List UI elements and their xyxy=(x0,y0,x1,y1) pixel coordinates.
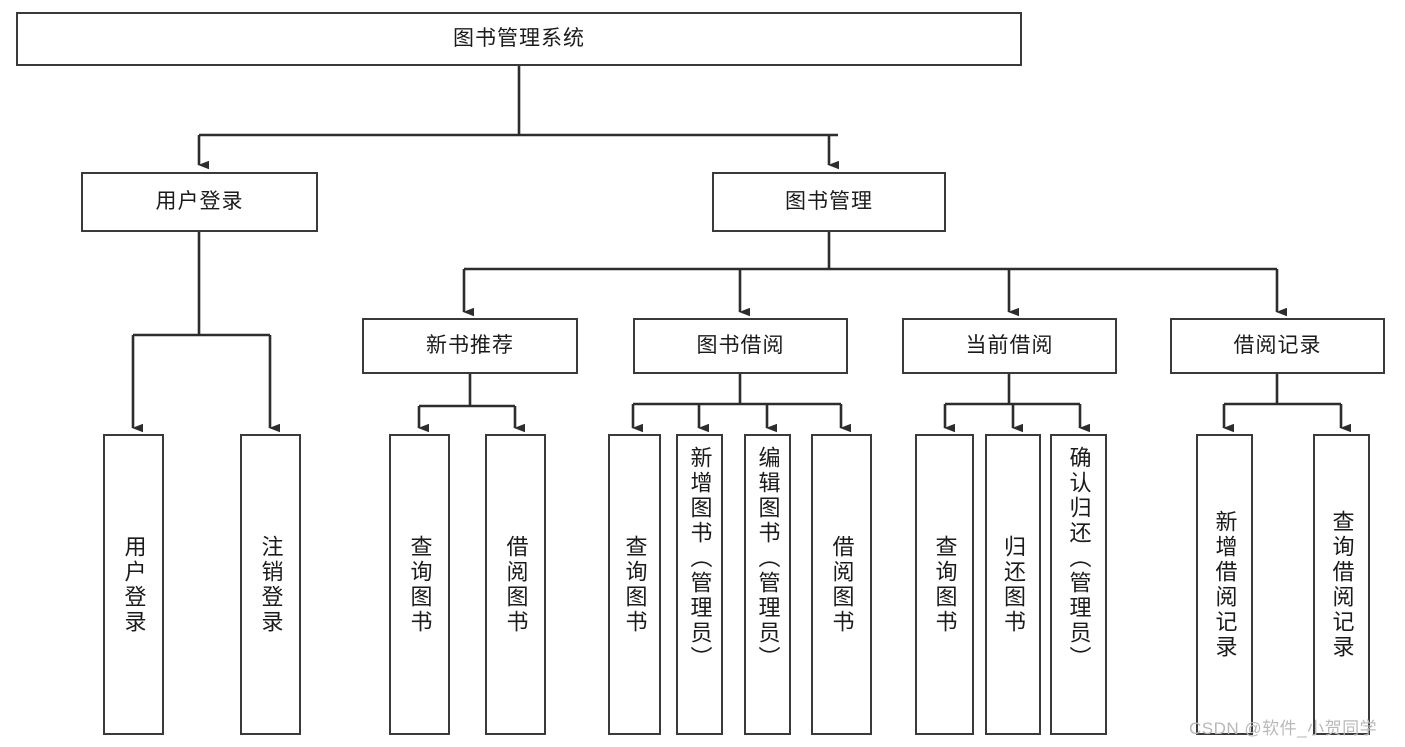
leaf-label: 查询图书 xyxy=(622,534,648,635)
node-label: 图书管理系统 xyxy=(453,26,585,50)
leaf-label: 注销登录 xyxy=(258,534,284,635)
node-borrow-records[interactable]: 借阅记录 xyxy=(1170,318,1385,374)
leaf-label: 查询图书 xyxy=(932,534,958,635)
leaf-label: 新增图书（管理员） xyxy=(687,446,713,671)
watermark: CSDN @软件_小贺同学 xyxy=(1189,719,1378,738)
leaf-return-book[interactable]: 归还图书 xyxy=(985,434,1041,735)
leaf-query-book-recommend[interactable]: 查询图书 xyxy=(389,434,450,735)
leaf-label: 确认归还（管理员） xyxy=(1066,446,1092,671)
leaf-label: 查询借阅记录 xyxy=(1329,509,1355,660)
leaf-label: 借阅图书 xyxy=(829,534,855,635)
node-label: 当前借阅 xyxy=(965,333,1054,357)
leaf-query-book-borrow[interactable]: 查询图书 xyxy=(608,434,661,735)
leaf-label: 借阅图书 xyxy=(503,534,529,635)
node-book-borrow[interactable]: 图书借阅 xyxy=(633,318,848,374)
node-root-book-management-system[interactable]: 图书管理系统 xyxy=(16,12,1022,66)
leaf-label: 用户登录 xyxy=(121,534,147,635)
leaf-query-borrow-record[interactable]: 查询借阅记录 xyxy=(1313,434,1370,735)
node-user-login[interactable]: 用户登录 xyxy=(81,172,318,232)
leaf-query-book-current[interactable]: 查询图书 xyxy=(915,434,974,735)
node-book-management[interactable]: 图书管理 xyxy=(712,172,946,232)
leaf-user-login[interactable]: 用户登录 xyxy=(103,434,164,735)
node-label: 图书管理 xyxy=(785,189,873,213)
leaf-borrow-book-recommend[interactable]: 借阅图书 xyxy=(485,434,546,735)
leaf-edit-book-admin[interactable]: 编辑图书（管理员） xyxy=(744,434,791,735)
node-label: 借阅记录 xyxy=(1233,333,1322,357)
node-label: 图书借阅 xyxy=(696,333,785,357)
leaf-label: 归还图书 xyxy=(1001,534,1026,635)
leaf-borrow-book[interactable]: 借阅图书 xyxy=(811,434,872,735)
node-current-borrow[interactable]: 当前借阅 xyxy=(902,318,1117,374)
leaf-add-borrow-record[interactable]: 新增借阅记录 xyxy=(1196,434,1253,735)
node-label: 新书推荐 xyxy=(426,333,514,357)
node-new-book-recommend[interactable]: 新书推荐 xyxy=(362,318,578,374)
leaf-logout[interactable]: 注销登录 xyxy=(240,434,301,735)
leaf-label: 查询图书 xyxy=(407,534,433,635)
node-label: 用户登录 xyxy=(155,189,244,213)
leaf-label: 新增借阅记录 xyxy=(1212,509,1238,660)
leaf-label: 编辑图书（管理员） xyxy=(755,446,781,671)
leaf-add-book-admin[interactable]: 新增图书（管理员） xyxy=(676,434,723,735)
leaf-confirm-return-admin[interactable]: 确认归还（管理员） xyxy=(1050,434,1107,735)
